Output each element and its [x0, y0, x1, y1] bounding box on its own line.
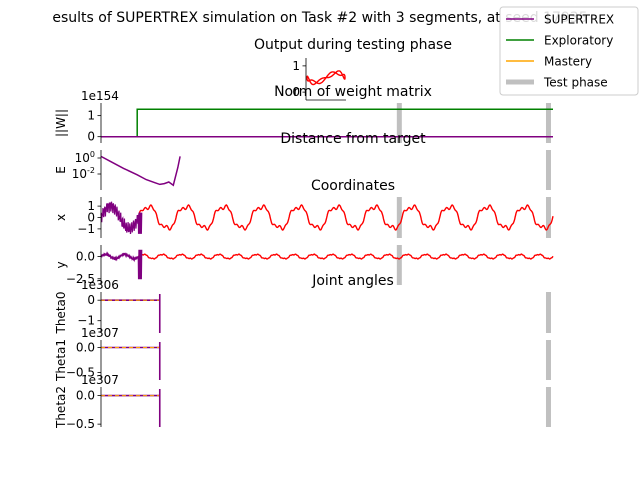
offset-label: 1e306 — [81, 278, 119, 292]
panel-title: Joint angles — [311, 273, 394, 289]
y-tick-label: 1 — [87, 199, 95, 213]
test-phase-marker — [545, 103, 551, 143]
panel-title: Norm of weight matrix — [274, 84, 432, 100]
y-tick-label: −1 — [77, 222, 95, 236]
offset-label: 1e307 — [81, 373, 119, 387]
y-tick-label: −0.5 — [66, 417, 95, 431]
panel-coord_x: 10−1 x Coordinates — [54, 178, 554, 238]
test-phase-marker — [545, 340, 551, 380]
figure-title: esults of SUPERTREX simulation on Task #… — [52, 10, 587, 26]
y-tick-label: 0 — [292, 85, 300, 99]
y-tick-label: 1 — [292, 59, 300, 73]
y-axis-label: E — [54, 166, 68, 174]
test-phase-marker — [545, 197, 551, 238]
supertrex-series — [100, 201, 143, 235]
y-tick-label: 1 — [87, 109, 95, 123]
legend-frame — [499, 6, 639, 96]
test-phase-marker — [396, 103, 402, 143]
output-trajectory — [306, 70, 346, 86]
y-axis-label: Theta1 — [54, 339, 68, 382]
series-supertrex — [100, 155, 181, 187]
test-phase-marker — [396, 197, 402, 238]
panel-output: 0 1 Output during testing phase — [254, 37, 452, 101]
legend-label: Exploratory — [544, 34, 613, 48]
y-tick-label: 0.0 — [76, 341, 95, 355]
supertrex-series — [100, 249, 143, 280]
y-tick-label: 10-2 — [72, 166, 95, 181]
y-tick-label: 0.0 — [76, 250, 95, 264]
y-tick-label: 0.0 — [76, 389, 95, 403]
legend-label: SUPERTREX — [544, 13, 614, 27]
y-tick-label: −2.5 — [66, 272, 95, 286]
target-series — [136, 204, 554, 231]
y-axis-label: Theta0 — [54, 291, 68, 334]
legend-label: Test phase — [543, 76, 608, 90]
target-series — [136, 253, 554, 260]
panel-title: Output during testing phase — [254, 37, 452, 53]
offset-label: 1e307 — [81, 326, 119, 340]
test-phase-marker — [545, 292, 551, 333]
y-axis-label: y — [54, 261, 68, 268]
y-tick-label: 0 — [87, 293, 95, 307]
y-axis-label: ||W|| — [54, 109, 68, 137]
y-axis-label: x — [54, 214, 68, 221]
panel-coord_y: 0.0 −2.5 y — [54, 245, 554, 286]
y-tick-label: 0 — [87, 211, 95, 225]
offset-label: 1e154 — [81, 89, 119, 103]
panel-title: Distance from target — [280, 131, 426, 147]
panel-theta0: 0 −1 Theta0 1e306 Joint angles — [54, 273, 551, 335]
y-tick-label: −1 — [77, 314, 95, 328]
y-tick-label: −0.5 — [66, 366, 95, 380]
y-tick-label: 100 — [75, 150, 95, 165]
test-phase-marker — [545, 387, 551, 427]
y-tick-label: 0 — [87, 130, 95, 144]
test-phase-marker — [545, 150, 551, 190]
panel-title: Coordinates — [311, 178, 395, 194]
legend-label: Mastery — [544, 55, 592, 69]
y-axis-label: Theta2 — [54, 386, 68, 429]
test-phase-marker — [396, 245, 402, 285]
panel-norm: 0 1 ||W|| 1e154 Norm of weight matrix — [54, 84, 553, 144]
